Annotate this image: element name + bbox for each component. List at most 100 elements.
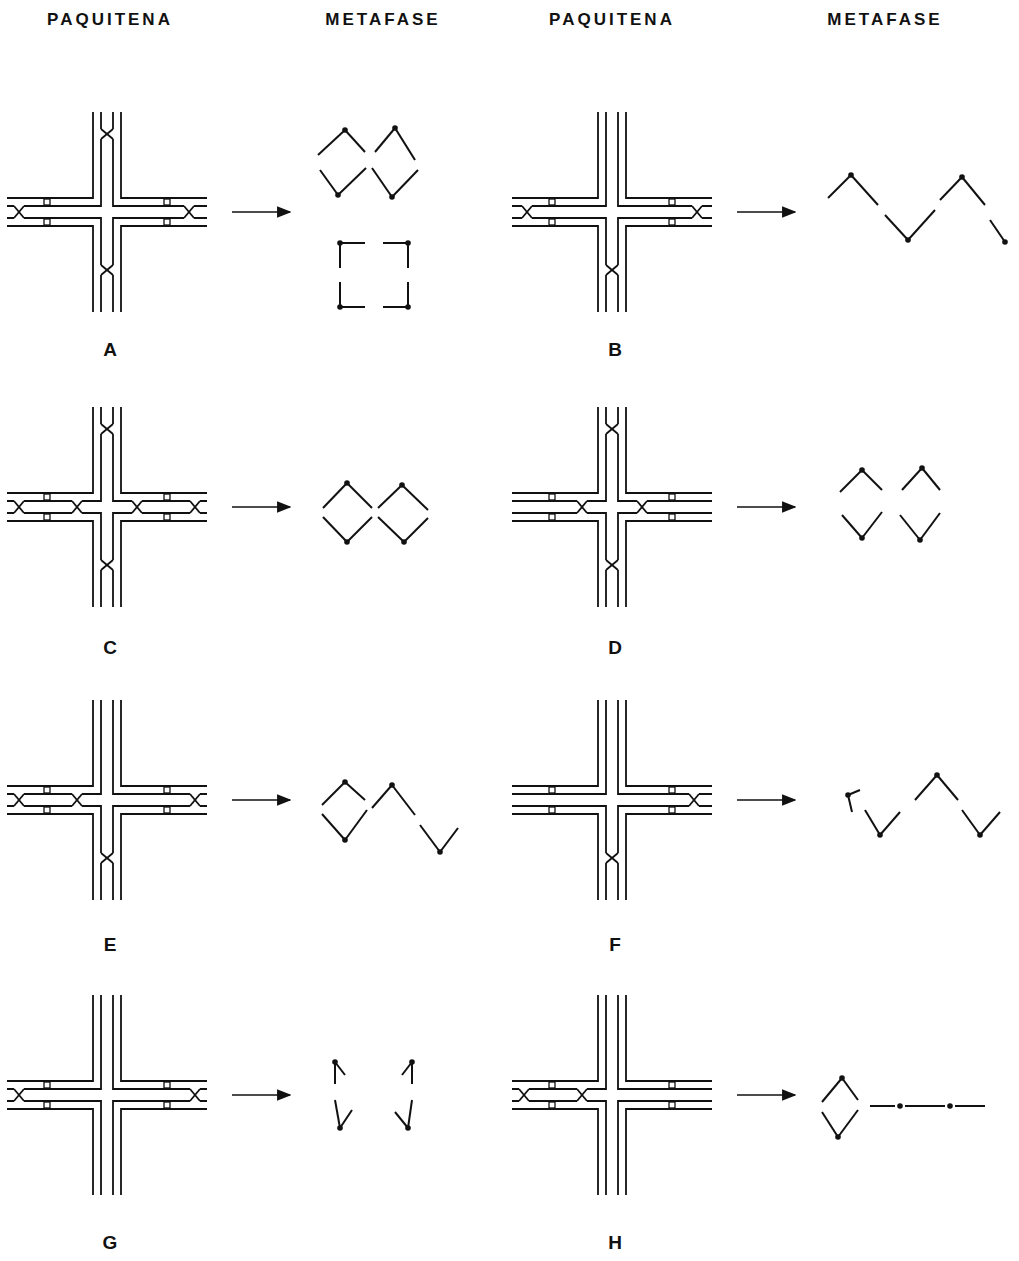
chromosome-arm [407,243,409,268]
chromosome-arm [395,1112,408,1128]
centromere-dot [401,539,407,545]
arrow [232,1094,290,1096]
chromosome-line [512,995,598,1081]
chromosome-arm [962,810,980,835]
centromere-dot [409,1059,415,1065]
centromere-dot [1002,239,1008,245]
chromosome-arm [378,517,404,542]
chromosome-line [618,995,712,1089]
chromosome-arm [339,282,341,307]
centromere [44,1082,50,1088]
metaphase-configuration [318,125,418,310]
centromere-dot [959,174,965,180]
chromosome-arm [990,220,1005,242]
chiasma [519,1087,529,1103]
chromosome-line [121,814,207,900]
chiasma [99,560,115,570]
chromosome-line [7,226,93,312]
centromere-dot [405,1125,411,1131]
chromosome-line [618,1101,712,1195]
metaphase-configuration [822,1075,985,1140]
chromosome-line [512,407,606,501]
pachytene-cross [7,112,207,312]
chromosome-arm [440,828,458,852]
arrow [737,211,795,213]
chiasma [99,265,115,275]
chiasma [637,499,647,515]
panel-letter: A [103,339,117,361]
chromosome-arm [334,1062,336,1084]
chiasma [99,853,115,863]
chromosome-line [7,521,93,607]
chromosome-line [512,995,606,1089]
pachytene-cross [7,995,207,1195]
chromosome-line [512,700,598,786]
centromere [669,807,675,813]
chromosome-line [626,112,712,198]
centromere [549,787,555,793]
chiasma [190,792,200,808]
chromosome-line [626,700,712,786]
chromosome-arm [338,168,366,195]
chromosome-arm [840,470,862,492]
centromere [549,1082,555,1088]
chromosome-arm [339,243,341,268]
chromosome-line [512,1109,598,1195]
centromere [44,514,50,520]
chiasma [604,424,620,434]
panel-letter: D [608,637,622,659]
centromere-dot [848,172,854,178]
centromere [44,219,50,225]
centromere-dot [332,1059,338,1065]
metaphase-configuration [322,779,458,855]
chromosome-arm [322,814,345,840]
centromere [549,199,555,205]
chromosome-line [121,521,207,607]
centromere-dot [344,539,350,545]
centromere-dot [337,1125,343,1131]
chromosome-line [113,1101,207,1195]
centromere [669,514,675,520]
chromosome-arm [347,517,372,542]
chromosome-line [626,226,712,312]
chromosome-arm [320,170,338,195]
chromosome-line [618,513,712,607]
chromosome-line [113,513,207,607]
chiasma [14,499,24,515]
chromosome-arm [318,130,345,155]
chromosome-line [113,112,207,206]
chiasma [692,204,702,220]
chromosome-line [512,226,598,312]
centromere-dot [344,480,350,486]
centromere [44,807,50,813]
panel-letter: E [104,934,117,956]
centromere [164,787,170,793]
centromere-dot [389,194,395,200]
centromere [549,1102,555,1108]
centromere [44,494,50,500]
chromosome-line [7,806,101,900]
centromere-dot [934,772,940,778]
chromosome-line [113,700,207,794]
chromosome-arm [347,483,372,508]
chromosome-arm [937,775,958,800]
pachytene-cross [7,407,207,607]
chromosome-line [512,407,598,493]
panel-letter: F [609,934,621,956]
chromosome-arm [335,1100,340,1128]
chromosome-line [7,995,101,1089]
chromosome-arm [908,210,935,240]
chromosome-arm [375,128,395,152]
pachytene-cross [512,700,712,900]
chromosome-line [618,700,712,794]
chromosome-line [7,112,101,206]
chromosome-arm [980,812,1000,835]
centromere [44,199,50,205]
centromere-dot [905,237,911,243]
chromosome-line [626,814,712,900]
centromere-dot [405,240,411,246]
chromosome-line [512,814,598,900]
chromosome-line [7,700,101,794]
chromosome-line [618,407,712,501]
chiasma [689,792,699,808]
